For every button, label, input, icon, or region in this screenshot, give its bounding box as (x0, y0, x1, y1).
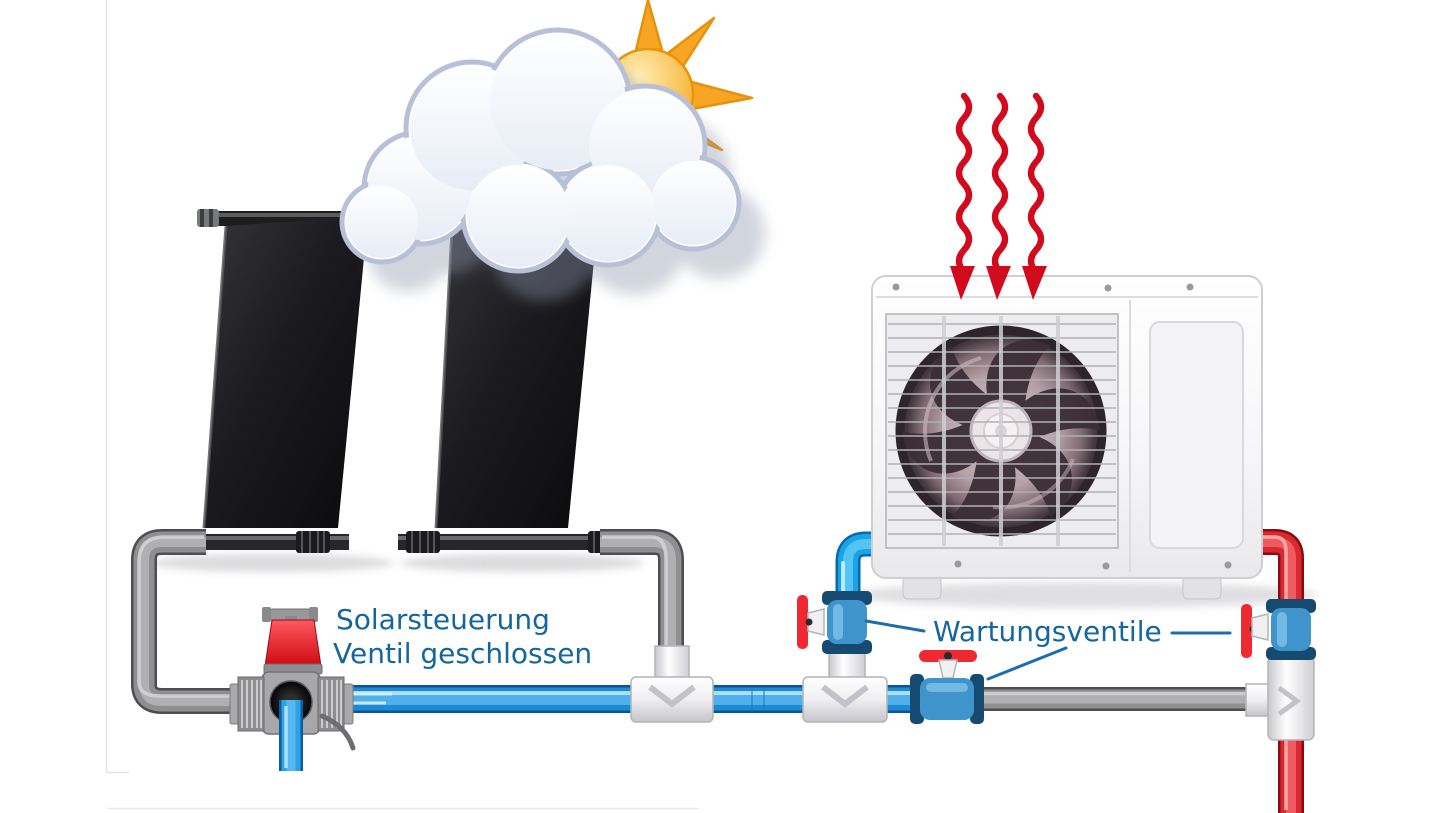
tee-fitting (802, 645, 888, 723)
solar-loop-pipe-left (131, 529, 252, 714)
heat-arrows (950, 92, 1047, 300)
pipe-joint (751, 688, 765, 710)
grille-supports (942, 316, 1060, 546)
bypass-pipe-gray (976, 687, 1262, 711)
valve-handle-red (1241, 604, 1252, 658)
panel-shadow (150, 554, 394, 572)
pool-return-pipe (279, 700, 303, 771)
tee-fitting (630, 645, 714, 723)
tee-fitting (1245, 655, 1315, 741)
label-leader-lines (864, 619, 1232, 681)
heat-pump-icon (871, 275, 1263, 600)
panel-edge-highlight (202, 225, 228, 529)
side-access-panel (1149, 321, 1244, 549)
heat-arrow-icon (986, 92, 1011, 300)
panel-edge-highlight (434, 229, 454, 529)
chevron-down-icon (648, 684, 696, 708)
panel-shadow (400, 554, 644, 572)
leader-line (864, 619, 926, 633)
solar-loop-pipe-right (600, 529, 684, 666)
ball-valve-icon (1241, 599, 1316, 660)
screws (892, 283, 1232, 570)
heat-pump-foot (1182, 575, 1222, 600)
heat-arrow-icon (950, 92, 975, 300)
heat-arrow-icon (1022, 92, 1047, 300)
page-edge-lines (105, 0, 698, 810)
valve-handle-red (797, 595, 808, 649)
valve-stem (938, 659, 958, 679)
maintenance-valves-label: Wartungsventile (933, 615, 1162, 648)
solar-panel-icon (204, 216, 368, 528)
chevron-down-icon (821, 684, 869, 708)
three-way-valve-icon (229, 607, 356, 771)
valve-cable (319, 713, 356, 751)
ball-valve-icon (797, 591, 872, 654)
cloud-icon (339, 27, 742, 274)
hot-water-pipe (1250, 529, 1304, 813)
valve-stem (1251, 613, 1269, 641)
leader-line (986, 646, 1068, 681)
solar-control-label-line2: Ventil geschlossen (333, 637, 592, 670)
solar-control-label-line1: Solarsteuerung (336, 603, 550, 636)
chevron-right-icon (1277, 685, 1302, 717)
flow-streaks (348, 692, 392, 705)
ball-valve-icon (910, 650, 984, 724)
solar-valve-red-cap (264, 619, 322, 667)
heat-pump-foot (902, 575, 942, 600)
